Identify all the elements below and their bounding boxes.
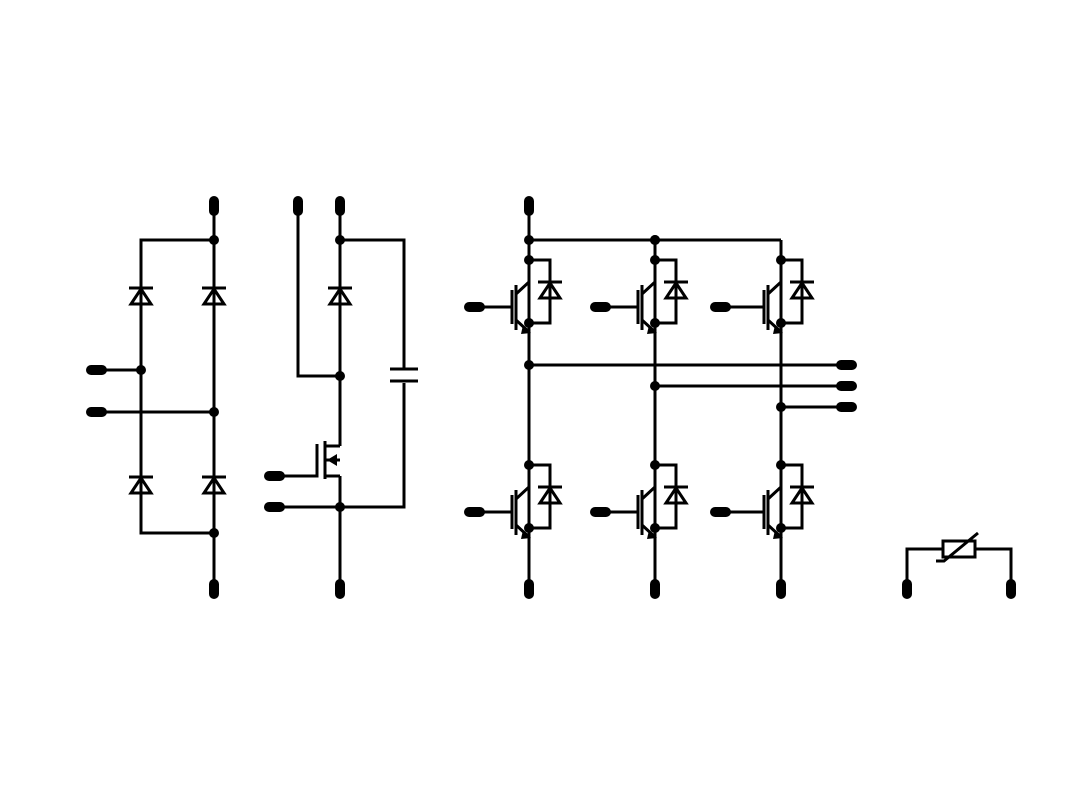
igbt-symbol (474, 235, 563, 336)
junction-dot (209, 407, 219, 417)
thermistor-wire-left (905, 547, 943, 588)
rectifier-left-rail (139, 238, 214, 535)
brake-wire (296, 206, 340, 378)
thermistor-wire-right (975, 547, 1013, 588)
diode-symbol (128, 286, 154, 306)
diode-symbol (201, 475, 227, 495)
igbt-symbol (726, 255, 815, 336)
mosfet-symbol (274, 441, 340, 479)
igbt-symbol (600, 460, 689, 541)
junction-dot (650, 235, 660, 245)
junction-dot (650, 381, 660, 391)
capacitor-symbol (390, 367, 418, 383)
junction-dot (335, 235, 345, 245)
igbt-symbol (726, 460, 815, 541)
rectifier-bridge (86, 196, 227, 599)
igbt-symbol (600, 235, 689, 336)
diode-symbol (201, 286, 227, 306)
capacitor-wire-top (340, 238, 406, 369)
ntc-slash (936, 531, 979, 563)
ntc-resistor-body (941, 539, 977, 559)
junction-dot (776, 402, 786, 412)
junction-dot (335, 502, 345, 512)
junction-dot (335, 371, 345, 381)
igbt-symbol (474, 460, 563, 541)
junction-dot (209, 235, 219, 245)
thermistor (902, 531, 1016, 599)
brake-chopper (264, 196, 418, 599)
capacitor-wire-bottom (340, 383, 406, 509)
diode-symbol (327, 286, 353, 306)
inverter (464, 196, 857, 599)
junction-dot (524, 360, 534, 370)
diode-symbol (128, 475, 154, 495)
junction-dot (136, 365, 146, 375)
junction-dot (209, 528, 219, 538)
